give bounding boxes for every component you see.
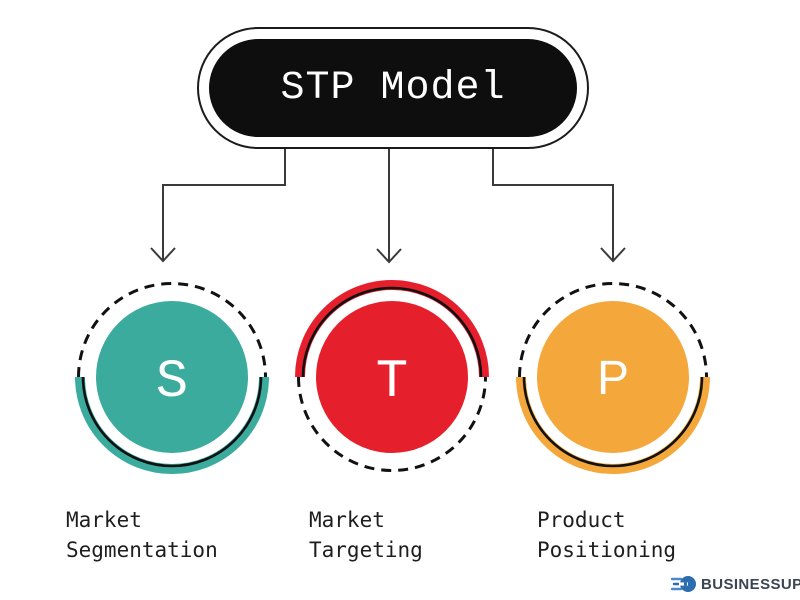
label-product-positioning: Product Positioning (537, 505, 676, 565)
connector-center (376, 149, 402, 264)
targeting-accent-arc (295, 280, 489, 378)
label-line: Product (537, 508, 626, 532)
node-targeting-circle: T (295, 280, 489, 472)
label-line: Positioning (537, 538, 677, 562)
targeting-disc (316, 301, 468, 453)
label-line: Market (309, 508, 385, 532)
segmentation-accent-arc-line (81, 376, 263, 468)
positioning-accent-arc (516, 376, 710, 474)
targeting-accent-arc-line (301, 286, 483, 378)
diagram-title: STP Model (280, 65, 506, 111)
label-market-segmentation: Market Segmentation (66, 505, 218, 565)
positioning-dashed-arc (518, 282, 708, 378)
targeting-dashed-arc (297, 376, 487, 472)
label-line: Segmentation (66, 538, 218, 562)
node-positioning-circle: P (516, 282, 710, 474)
targeting-letter: T (376, 352, 408, 413)
connector-left (150, 149, 286, 263)
positioning-letter: P (597, 352, 629, 405)
segmentation-accent-arc (75, 376, 269, 474)
positioning-accent-arc-line (522, 376, 704, 468)
node-segmentation-circle: S (75, 282, 269, 474)
label-line: Targeting (309, 538, 423, 562)
speed-disc-icon (670, 576, 696, 592)
root-node-capsule-fill: STP Model (209, 39, 577, 137)
segmentation-disc (96, 301, 248, 453)
connector-right (492, 149, 626, 263)
label-line: Market (66, 508, 142, 532)
label-market-targeting: Market Targeting (309, 505, 423, 565)
connector-arrows (150, 149, 626, 264)
segmentation-dashed-arc (77, 282, 267, 378)
root-node-capsule: STP Model (197, 27, 589, 149)
positioning-disc (537, 301, 689, 453)
businessup-logo-text: BUSINESSUP (701, 575, 800, 593)
segmentation-letter: S (156, 352, 188, 413)
businessup-logo: BUSINESSUP (670, 572, 800, 596)
